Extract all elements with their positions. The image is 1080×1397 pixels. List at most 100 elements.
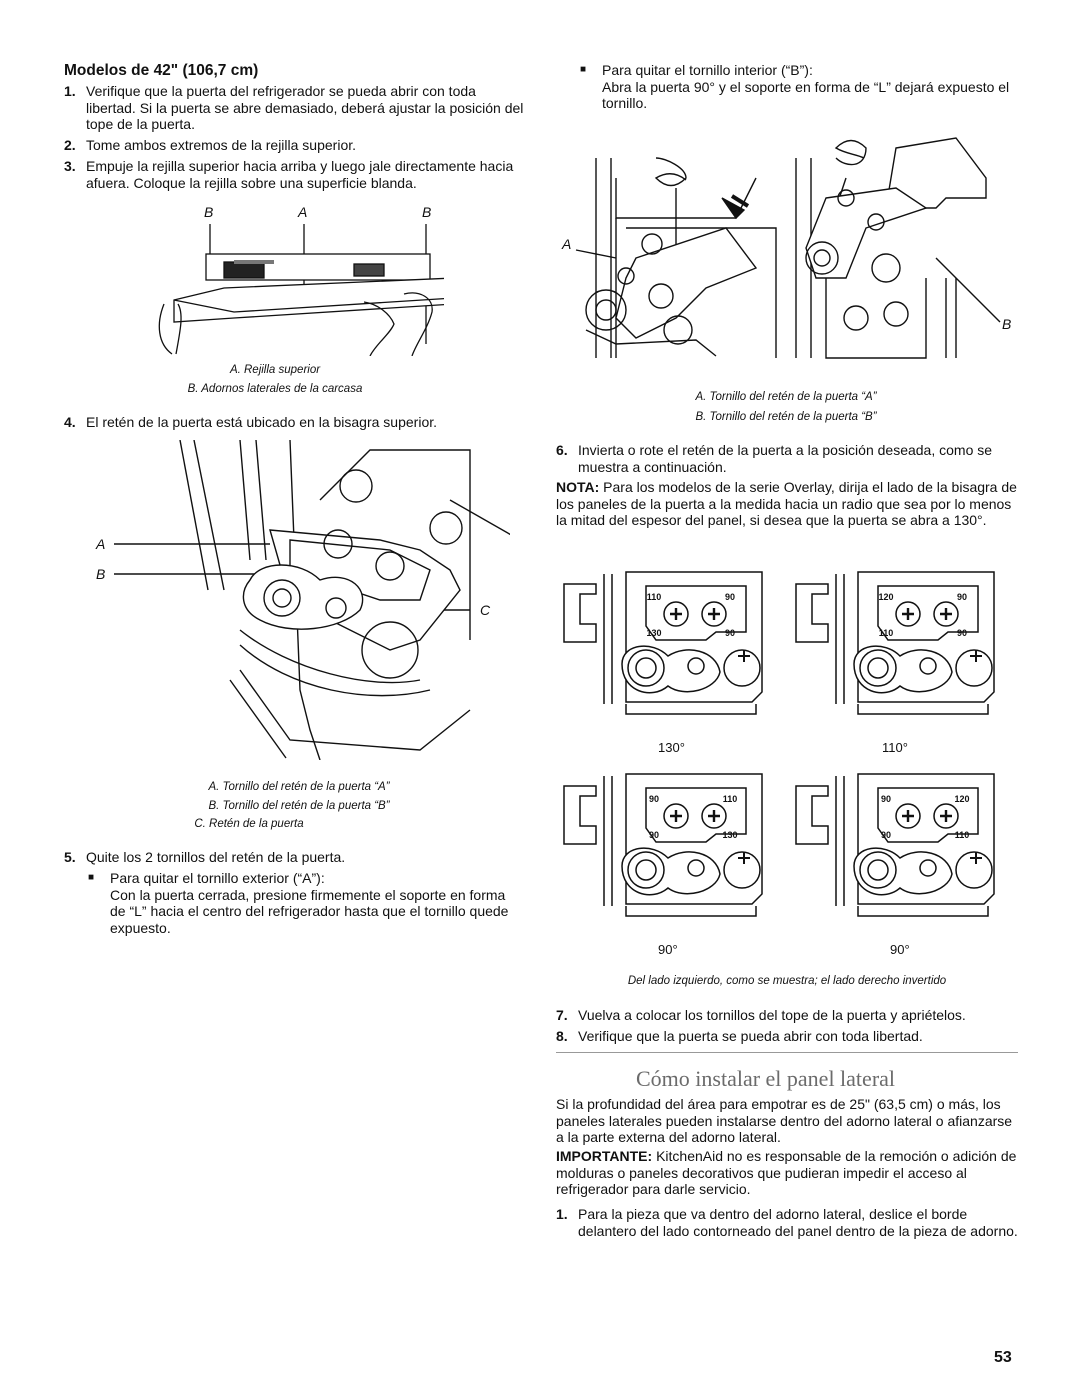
section-divider bbox=[556, 1052, 1018, 1053]
hinge-door-stop-illustration: A B C bbox=[90, 440, 510, 760]
stop-angle-mark: 90 bbox=[881, 794, 891, 804]
stop-angle-mark: 110 bbox=[879, 628, 894, 638]
bullet-inner-screw: ■ Para quitar el tornillo interior (“B”)… bbox=[580, 62, 1018, 114]
fig3-caption-a: A. Tornillo del retén de la puerta “A” bbox=[695, 391, 877, 403]
stop-angle-mark: 110 bbox=[723, 794, 738, 804]
stop-angle-mark: 90 bbox=[649, 794, 659, 804]
stop-angle-mark: 120 bbox=[878, 592, 893, 602]
section-heading-42: Modelos de 42" (106,7 cm) bbox=[64, 62, 259, 79]
step-number: 8. bbox=[556, 1028, 568, 1044]
stop-position-panel: 90 120 90 110 bbox=[795, 773, 995, 917]
fig2-caption-c: C. Retén de la puerta bbox=[194, 818, 304, 830]
stop-angle-mark: 90 bbox=[957, 592, 967, 602]
step-4: 4. El retén de la puerta está ubicado en… bbox=[64, 414, 524, 432]
bullet-content: Para quitar el tornillo interior (“B”): … bbox=[602, 62, 1018, 112]
stop-angle-mark: 90 bbox=[725, 628, 735, 638]
stop-position-panel: 120 90 110 90 bbox=[795, 571, 995, 715]
bullet-text: Para quitar el tornillo exterior (“A”): bbox=[110, 870, 325, 886]
stop-angle-mark: 130 bbox=[722, 830, 737, 840]
label-b: B bbox=[96, 566, 106, 582]
step-number: 1. bbox=[556, 1206, 568, 1222]
bullet-square-icon: ■ bbox=[580, 64, 587, 75]
stop-angle-mark: 130 bbox=[646, 628, 661, 638]
screw-icon bbox=[933, 601, 959, 627]
label-b-right: B bbox=[422, 204, 432, 220]
hinge-drawing bbox=[114, 440, 510, 760]
screw-icon bbox=[895, 601, 921, 627]
bullet-detail: Con la puerta cerrada, presione firmemen… bbox=[110, 886, 509, 936]
nota-paragraph: NOTA: Para los modelos de la serie Overl… bbox=[556, 479, 1018, 529]
screw-icon bbox=[663, 601, 689, 627]
label-b: B bbox=[1002, 316, 1012, 332]
screw-icon bbox=[701, 601, 727, 627]
step-text: Verifique que la puerta del refrigerador… bbox=[86, 83, 524, 132]
stop-angle-mark: 110 bbox=[955, 830, 970, 840]
step-text: El retén de la puerta está ubicado en la… bbox=[86, 414, 438, 430]
nota-text: Para los modelos de la serie Overlay, di… bbox=[556, 479, 1017, 528]
step-text: Verifique que la puerta se pueda abrir c… bbox=[578, 1028, 923, 1044]
bullet-square-icon: ■ bbox=[88, 872, 95, 883]
hinge-screw-views-illustration: A B bbox=[556, 118, 1018, 378]
page-number: 53 bbox=[994, 1349, 1012, 1366]
grille-removal-illustration: B A B bbox=[154, 204, 444, 356]
label-c: C bbox=[480, 602, 491, 618]
bullet-detail: Abra la puerta 90° y el soporte en forma… bbox=[602, 78, 1010, 112]
step-number: 6. bbox=[556, 442, 568, 458]
screw-icon bbox=[663, 803, 689, 829]
stop-positions-drawing: 110 90 130 90 120 90 110 90 90 110 90 130 90 120 90 110 bbox=[563, 571, 995, 917]
step-text: Empuje la rejilla superior hacia arriba … bbox=[86, 158, 514, 191]
panel-step-1: 1. Para la pieza que va dentro del adorn… bbox=[556, 1206, 1018, 1256]
step-text: Invierta o rote el retén de la puerta a … bbox=[578, 442, 993, 475]
stop-angle-mark: 90 bbox=[881, 830, 891, 840]
angle-label-110: 110° bbox=[882, 740, 908, 755]
step-8: 8. Verifique que la puerta se pueda abri… bbox=[556, 1028, 1018, 1046]
step-number: 5. bbox=[64, 849, 76, 865]
stop-angle-mark: 110 bbox=[647, 592, 662, 602]
step-number: 2. bbox=[64, 137, 76, 153]
screw-icon bbox=[895, 803, 921, 829]
hinge-views-drawing bbox=[575, 137, 1001, 359]
step-6: 6. Invierta o rote el retén de la puerta… bbox=[556, 442, 1018, 476]
importante-paragraph: IMPORTANTE: KitchenAid no es responsable… bbox=[556, 1148, 1018, 1198]
bullet-content: Para quitar el tornillo exterior (“A”): … bbox=[110, 870, 524, 936]
step-5: 5. Quite los 2 tornillos del retén de la… bbox=[64, 849, 524, 867]
step-7: 7. Vuelva a colocar los tornillos del to… bbox=[556, 1007, 1018, 1025]
fig2-caption-b: B. Tornillo del retén de la puerta “B” bbox=[208, 800, 390, 812]
label-a: A bbox=[96, 536, 106, 552]
step-text: Vuelva a colocar los tornillos del tope … bbox=[578, 1007, 966, 1023]
nota-label: NOTA: bbox=[556, 479, 600, 495]
fig1-caption-a: A. Rejilla superior bbox=[229, 364, 321, 376]
angle-label-90-left: 90° bbox=[658, 942, 678, 957]
stop-angle-mark: 90 bbox=[957, 628, 967, 638]
stop-position-panel: 90 110 90 130 bbox=[563, 773, 763, 917]
fig2-caption-a: A. Tornillo del retén de la puerta “A” bbox=[208, 781, 390, 793]
importante-label: IMPORTANTE: bbox=[556, 1148, 653, 1164]
section-title: Cómo instalar el panel lateral bbox=[636, 1066, 896, 1091]
angle-label-130: 130° bbox=[658, 740, 685, 755]
step-3: 3. Empuje la rejilla superior hacia arri… bbox=[64, 158, 524, 192]
step-number: 3. bbox=[64, 158, 76, 174]
step-number: 1. bbox=[64, 83, 76, 99]
angle-label-90-right: 90° bbox=[890, 942, 910, 957]
fig4-caption: Del lado izquierdo, como se muestra; el … bbox=[627, 975, 947, 987]
step-text: Quite los 2 tornillos del retén de la pu… bbox=[86, 849, 346, 865]
step-number: 7. bbox=[556, 1007, 568, 1023]
fig1-caption-b: B. Adornos laterales de la carcasa bbox=[187, 383, 363, 395]
importante-text: KitchenAid no es responsable de la remoc… bbox=[556, 1148, 1017, 1197]
stop-angle-mark: 90 bbox=[649, 830, 659, 840]
step-number: 4. bbox=[64, 414, 76, 430]
stop-position-panel: 110 90 130 90 bbox=[563, 571, 763, 715]
step-text: Tome ambos extremos de la rejilla superi… bbox=[86, 137, 357, 153]
label-a: A bbox=[298, 204, 308, 220]
fig3-caption-b: B. Tornillo del retén de la puerta “B” bbox=[695, 411, 877, 423]
step-1: 1. Verifique que la puerta del refrigera… bbox=[64, 83, 524, 133]
grille-drawing bbox=[158, 224, 444, 356]
screw-icon bbox=[701, 803, 727, 829]
bullet-text: Para quitar el tornillo interior (“B”): bbox=[602, 62, 813, 78]
stop-angle-mark: 120 bbox=[954, 794, 969, 804]
stop-angle-mark: 90 bbox=[725, 592, 735, 602]
label-a: A bbox=[562, 236, 572, 252]
screw-icon bbox=[933, 803, 959, 829]
step-2: 2. Tome ambos extremos de la rejilla sup… bbox=[64, 137, 524, 155]
